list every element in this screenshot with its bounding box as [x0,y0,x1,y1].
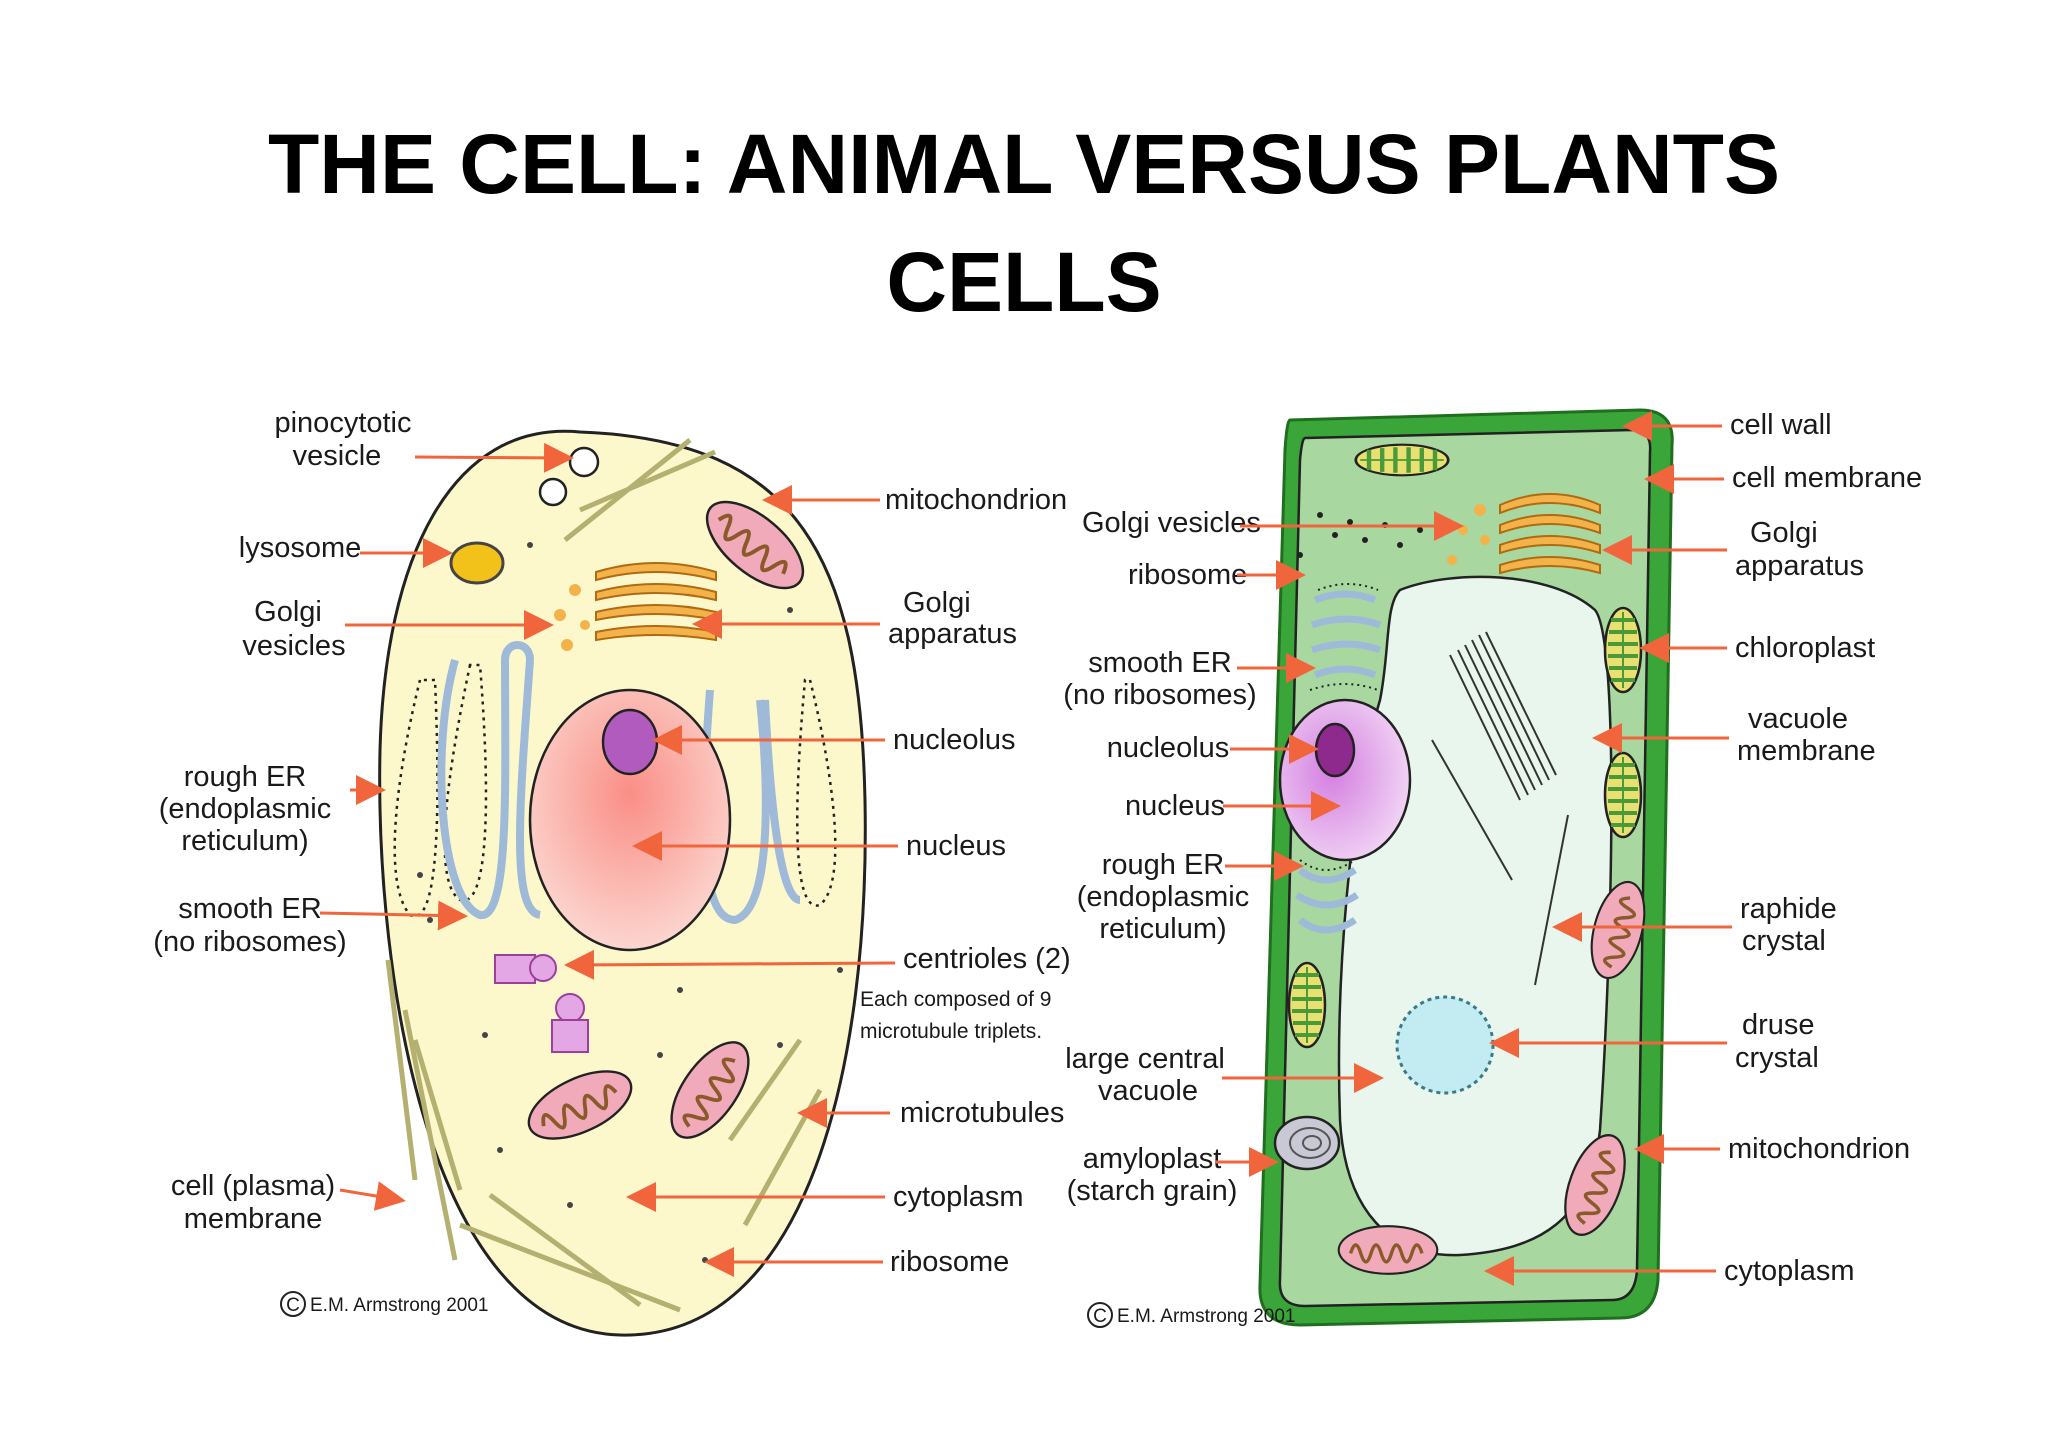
label-animal-smooth-er-1: smooth ER [178,893,321,925]
label-large-vacuole-2: vacuole [1098,1075,1198,1107]
plant-chloroplast-shape-1 [1356,445,1448,476]
label-vacuole-membrane-1: vacuole [1748,703,1848,735]
label-animal-golgi-vesicles-1: Golgi [254,596,322,628]
centrioles-shape [494,954,589,1053]
label-animal-nucleus: nucleus [906,830,1006,862]
nucleolus-shape [601,708,659,776]
amyloplast-shape [1273,1115,1341,1171]
label-animal-rough-er-1: rough ER [184,761,307,793]
label-animal-smooth-er-2: (no ribosomes) [153,926,346,958]
label-animal-ribosome: ribosome [890,1246,1009,1278]
druse-crystal-shape [1395,995,1495,1095]
label-plant-rough-er-3: reticulum) [1099,913,1226,945]
label-cell-membrane-2: membrane [184,1203,323,1235]
label-raphide-1: raphide [1740,893,1837,925]
label-plant-golgi-apparatus-1: Golgi [1750,517,1818,549]
label-animal-cytoplasm: cytoplasm [893,1181,1024,1213]
plant-labels: Golgi vesicles ribosome smooth ER (no ri… [1063,409,1922,1328]
golgi-apparatus-shape [595,562,717,642]
title-line-2: CELLS [886,235,1162,329]
label-druse-1: druse [1742,1009,1815,1041]
plant-cell [1258,408,1674,1327]
label-cell-membrane-1: cell (plasma) [171,1170,335,1202]
golgi-vesicles-shape [554,584,590,651]
label-chloroplast: chloroplast [1735,632,1875,664]
label-raphide-2: crystal [1742,925,1826,957]
label-microtubules: microtubules [900,1097,1064,1129]
plant-golgi-shape [1499,493,1601,575]
label-pinocytotic-2: vesicle [293,440,382,472]
label-centrioles: centrioles (2) [903,943,1071,975]
label-centrioles-note-2: microtubule triplets. [860,1020,1042,1043]
plant-nucleus-shape [1278,698,1412,862]
label-plant-golgi-vesicles: Golgi vesicles [1082,507,1261,539]
lysosome-shape [449,541,505,585]
pinocytotic-vesicle-shape [568,446,600,478]
plant-copyright-text: E.M. Armstrong 2001 [1117,1306,1295,1327]
copyright-symbol-plant: C [1093,1306,1107,1327]
label-vacuole-membrane-2: membrane [1737,735,1876,767]
animal-copyright-text: E.M. Armstrong 2001 [310,1295,488,1316]
title-line-1: THE CELL: ANIMAL VERSUS PLANTS [267,117,1781,211]
label-plant-rough-er-2: (endoplasmic [1077,881,1249,913]
raphide-crystal-shape [1431,631,1569,986]
label-plant-rough-er-1: rough ER [1102,849,1225,881]
label-lysosome: lysosome [239,532,362,564]
label-amyloplast-1: amyloplast [1083,1143,1222,1175]
plant-er-shape [1295,590,1382,934]
label-cell-wall: cell wall [1730,409,1832,441]
label-animal-rough-er-2: (endoplasmic [159,793,331,825]
label-amyloplast-2: (starch grain) [1067,1175,1238,1207]
animal-cell [378,429,867,1337]
label-plant-smooth-er-2: (no ribosomes) [1063,679,1256,711]
nucleus-shape [528,688,732,952]
plant-nucleolus-shape [1314,722,1356,778]
label-animal-golgi-apparatus-2: apparatus [888,618,1017,650]
label-plant-nucleolus: nucleolus [1107,732,1230,764]
page-title: THE CELL: ANIMAL VERSUS PLANTS CELLS [0,105,2048,341]
ribosome-dots [417,542,843,1263]
label-plant-cytoplasm: cytoplasm [1724,1255,1855,1287]
label-animal-golgi-apparatus-1: Golgi [903,587,971,619]
label-plant-cell-membrane: cell membrane [1732,462,1922,494]
label-plant-nucleus: nucleus [1125,790,1225,822]
label-plant-smooth-er-1: smooth ER [1088,647,1231,679]
label-animal-rough-er-3: reticulum) [181,825,308,857]
label-pinocytotic-1: pinocytotic [274,407,411,439]
label-plant-ribosome: ribosome [1128,559,1247,591]
label-animal-nucleolus: nucleolus [893,724,1016,756]
plant-copyright: C E.M. Armstrong 2001 [1087,1302,1295,1328]
label-large-vacuole-1: large central [1065,1043,1225,1075]
copyright-symbol: C [286,1295,300,1316]
animal-labels: pinocytotic vesicle lysosome Golgi vesic… [153,407,1071,1317]
smooth-er-shape [437,641,802,925]
animal-copyright: C E.M. Armstrong 2001 [280,1291,488,1317]
label-animal-mitochondrion: mitochondrion [885,484,1067,516]
label-plant-mitochondrion: mitochondrion [1728,1133,1910,1165]
label-centrioles-note-1: Each composed of 9 [860,988,1051,1011]
label-animal-golgi-vesicles-2: vesicles [242,630,345,662]
label-druse-2: crystal [1735,1042,1819,1074]
label-plant-golgi-apparatus-2: apparatus [1735,550,1864,582]
